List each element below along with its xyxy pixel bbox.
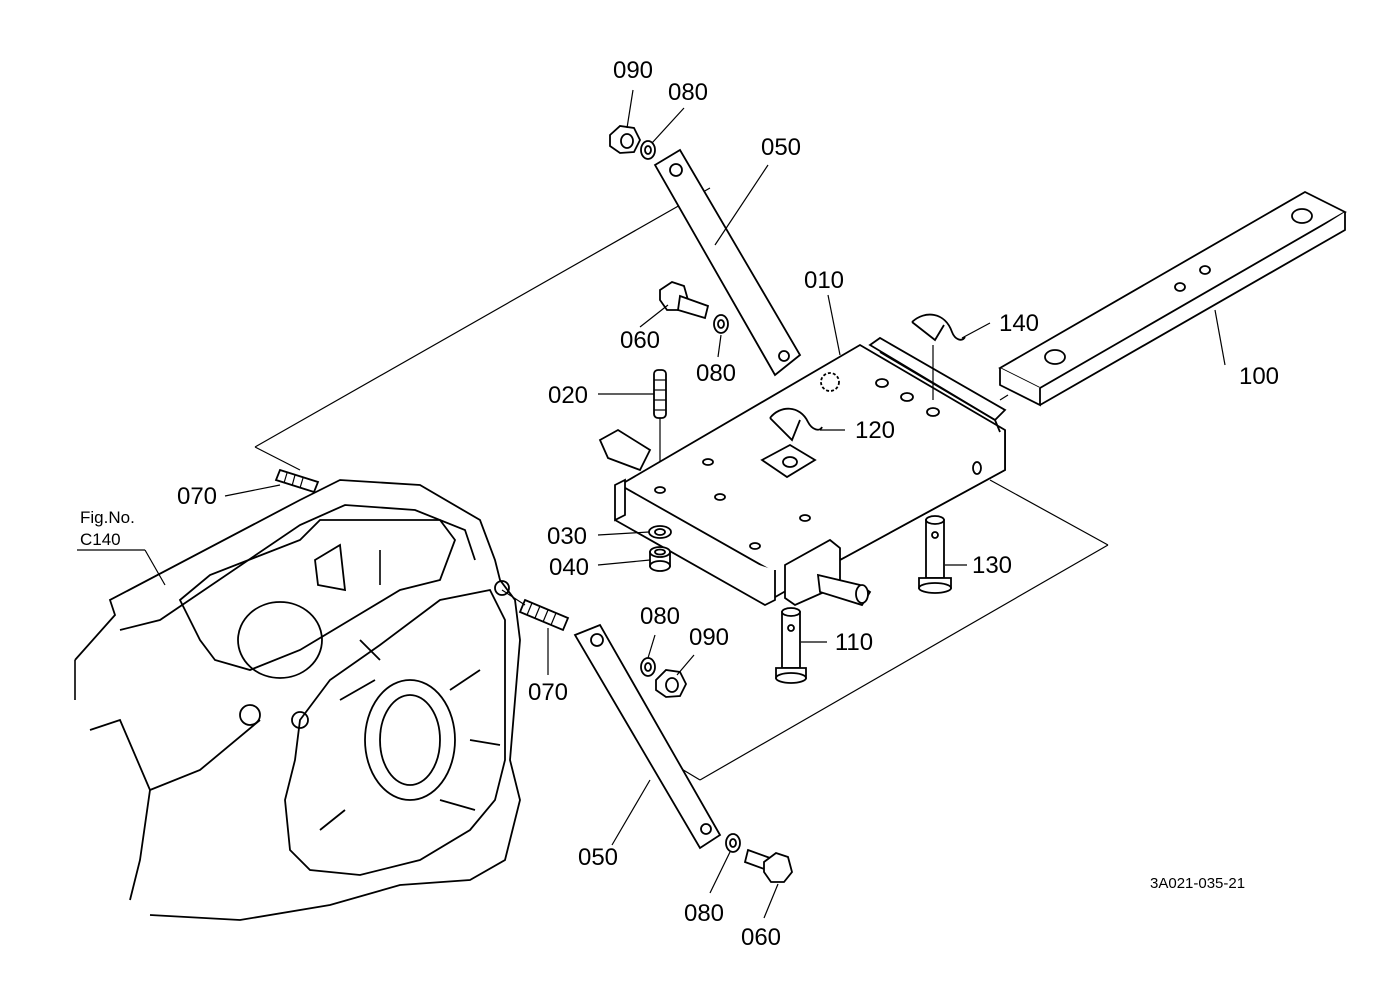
drawing-code: 3A021-035-21 xyxy=(1150,875,1245,892)
figure-reference: Fig.No. C140 xyxy=(80,508,135,549)
callout-080-bottom: 080 xyxy=(684,900,724,927)
callout-080-top: 080 xyxy=(668,79,708,106)
washer-080-bottom xyxy=(725,833,741,853)
lynch-pin-140 xyxy=(911,313,966,400)
callout-040: 040 xyxy=(549,554,589,581)
bolt-060-mid xyxy=(659,281,710,320)
callout-010: 010 xyxy=(804,267,844,294)
callout-030: 030 xyxy=(547,523,587,550)
callout-070-low: 070 xyxy=(528,679,568,706)
bracket-010 xyxy=(598,336,1007,607)
callout-120: 120 xyxy=(855,417,895,444)
callout-130: 130 xyxy=(972,552,1012,579)
stay-050-top xyxy=(653,148,802,377)
figure-ref-line1: Fig.No. xyxy=(80,508,135,527)
callout-090-top: 090 xyxy=(613,57,653,84)
collar-040 xyxy=(649,546,671,572)
washer-030 xyxy=(648,525,672,539)
stay-050-low xyxy=(573,623,722,850)
drawbar-100 xyxy=(998,190,1347,407)
lynch-pin-120 xyxy=(769,407,823,442)
callout-060-bottom: 060 xyxy=(741,924,781,951)
callout-140: 140 xyxy=(999,310,1039,337)
bolt-060-bottom xyxy=(743,848,793,883)
assembly-guide-lines xyxy=(254,187,1109,781)
callout-090-low: 090 xyxy=(689,624,729,651)
callout-080-mid: 080 xyxy=(696,360,736,387)
callout-labels: 090 080 050 010 140 060 080 100 020 120 … xyxy=(177,57,1279,951)
washer-080-mid xyxy=(713,314,729,334)
washer-080-low xyxy=(640,657,656,677)
callout-020: 020 xyxy=(548,382,588,409)
pin-110 xyxy=(775,607,807,684)
nut-090-top xyxy=(609,125,642,154)
stud-020 xyxy=(653,369,667,470)
pin-130 xyxy=(918,515,952,594)
transmission-case xyxy=(74,479,521,921)
callout-110: 110 xyxy=(835,629,873,656)
leader-lines xyxy=(77,89,1226,919)
callout-050-top: 050 xyxy=(761,134,801,161)
stud-070-low xyxy=(501,589,570,632)
callout-050-low: 050 xyxy=(578,844,618,871)
washer-080-top xyxy=(640,140,656,160)
nut-090-low xyxy=(655,669,688,698)
stud-070-left xyxy=(274,468,320,494)
callout-100: 100 xyxy=(1239,363,1279,390)
callout-070-left: 070 xyxy=(177,483,217,510)
figure-ref-line2: C140 xyxy=(80,530,121,549)
callout-080-low: 080 xyxy=(640,603,680,630)
callout-060-top: 060 xyxy=(620,327,660,354)
